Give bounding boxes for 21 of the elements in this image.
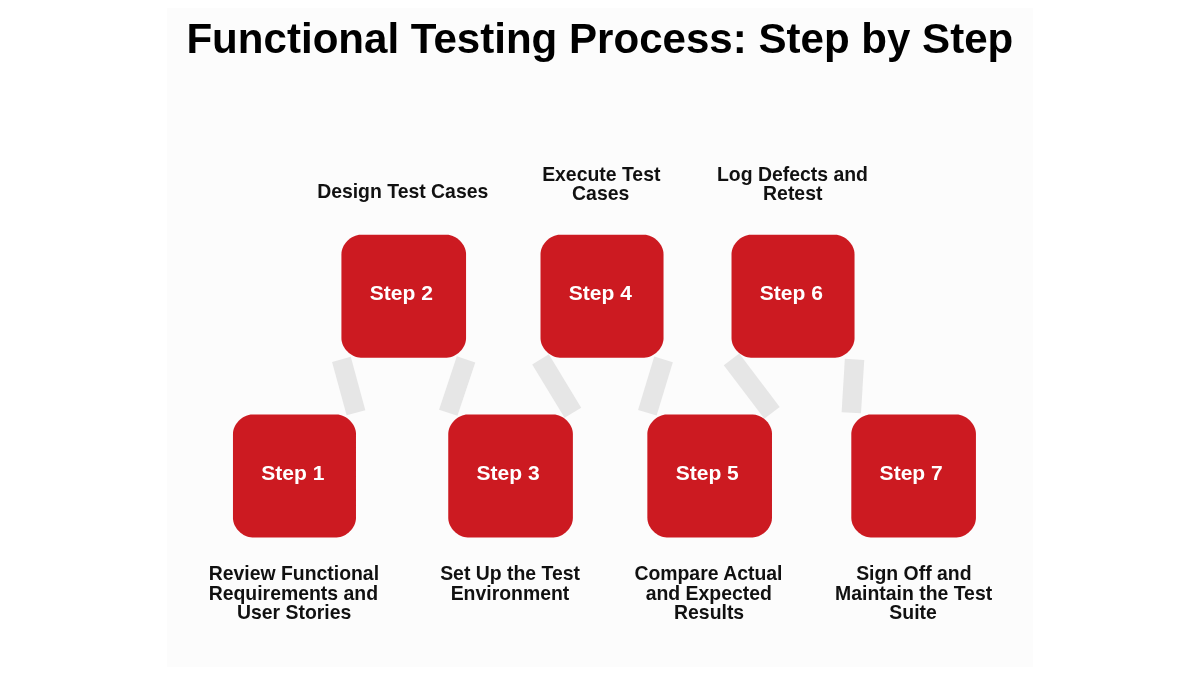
- node-box: Step 4: [540, 234, 664, 358]
- node-label: Set Up the Test Environment: [440, 562, 580, 604]
- connector: [841, 358, 865, 414]
- node-label: Review Functional Requirements and User Stories: [208, 562, 380, 624]
- node-box: Step 5: [647, 414, 772, 538]
- diagram-title: Functional Testing Process: Step by Step: [186, 15, 1014, 63]
- connector: [332, 356, 366, 416]
- node-box: Step 2: [341, 234, 467, 358]
- connector: [439, 356, 476, 416]
- node-label: Execute Test Cases: [542, 162, 661, 205]
- connector: [638, 356, 673, 416]
- connector: [532, 354, 582, 418]
- node-label: Sign Off and Maintain the Test Suite: [835, 562, 993, 624]
- node-box: Step 7: [851, 414, 976, 538]
- node-label: Log Defects and Retest: [716, 162, 868, 205]
- node-box: Step 1: [232, 414, 356, 538]
- node-label: Compare Actual and Expected Results: [634, 562, 783, 624]
- node-box: Step 3: [448, 414, 573, 538]
- node-box: Step 6: [731, 234, 855, 358]
- connector: [723, 353, 780, 419]
- node-label: Design Test Cases: [317, 180, 489, 203]
